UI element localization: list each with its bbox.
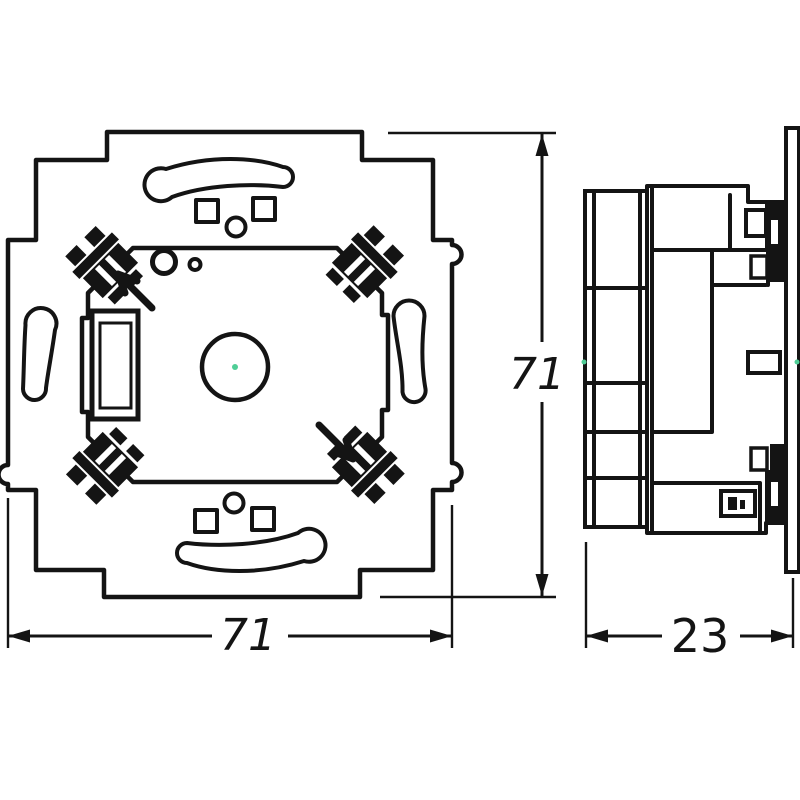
dimension-depth: 23: [584, 542, 795, 663]
side-marker-dot-right: [794, 359, 800, 365]
center-marker-dot: [232, 364, 238, 370]
side-view: [581, 126, 800, 574]
center-fixing-tab: [746, 350, 782, 375]
release-hole-large: [150, 248, 178, 276]
front-view: [0, 129, 464, 600]
mounting-slot-left: [21, 306, 59, 402]
rocker-bearing-inner: [98, 321, 133, 410]
side-claw-top: [744, 202, 786, 282]
front-height-label: 71: [509, 349, 565, 400]
housing-internal-lines: [650, 184, 770, 535]
dimension-front-height: 71: [380, 131, 565, 599]
front-block-dividers: [583, 286, 649, 480]
dimension-front-width: 71: [6, 498, 454, 661]
release-hole-small: [187, 257, 203, 272]
depth-label: 23: [671, 609, 730, 663]
mounting-slot-right: [391, 298, 428, 405]
side-marker-dot-left: [581, 359, 587, 365]
front-block-sections: [592, 191, 642, 527]
front-width-label: 71: [220, 610, 276, 661]
claw-direction-arrow-bottom-right: [315, 421, 357, 463]
side-claw-bottom: [719, 444, 786, 525]
claw-direction-arrow-top-left: [114, 270, 156, 312]
